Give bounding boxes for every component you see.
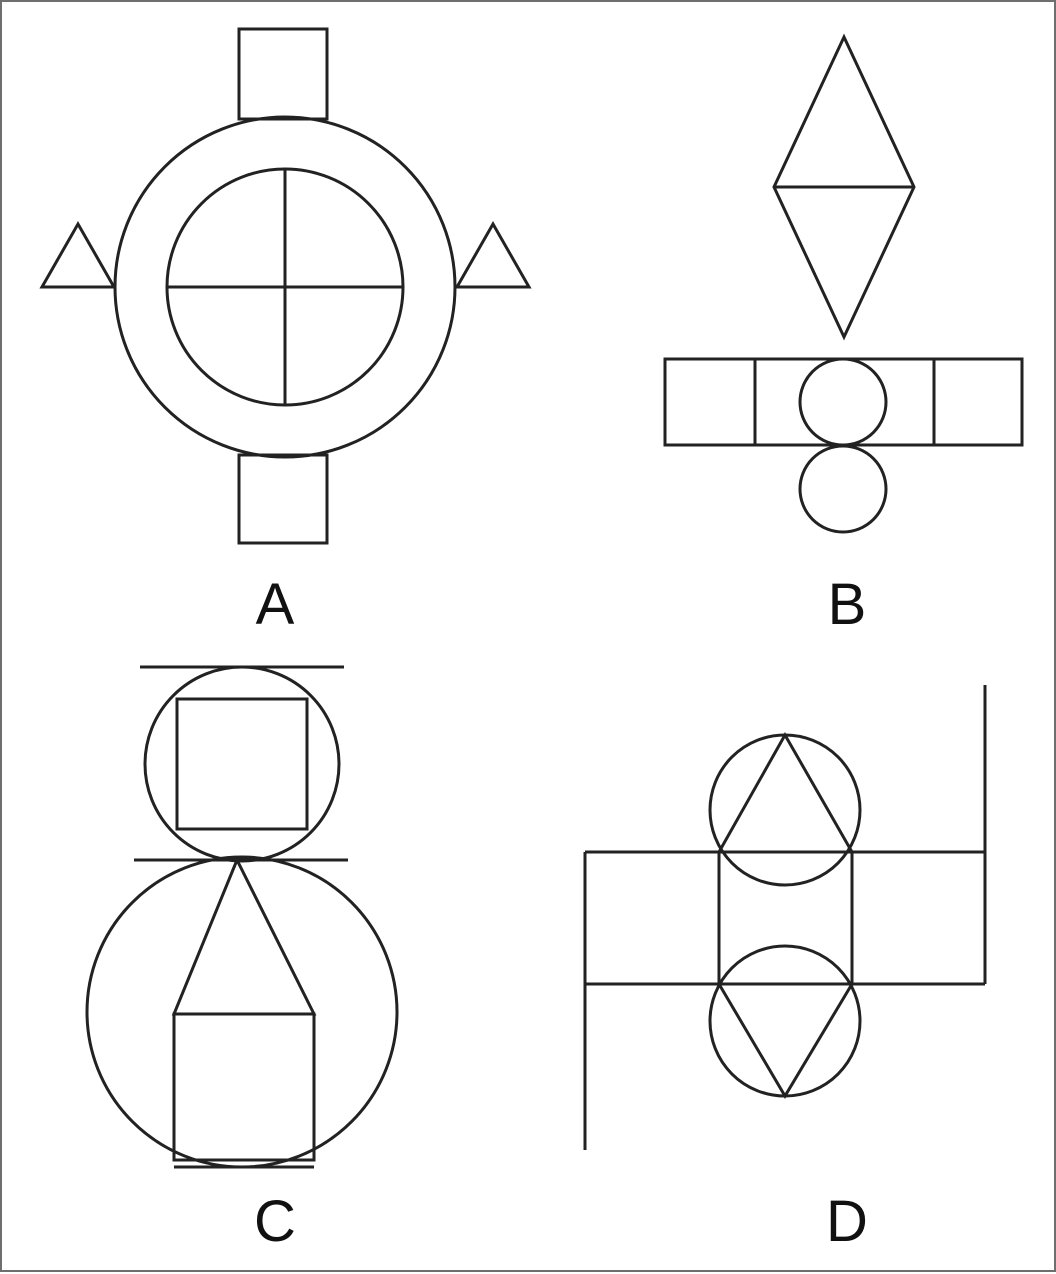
figure-a-bottom-square: [237, 453, 329, 545]
figure-c-triangle: [171, 856, 317, 1016]
figure-a-outer-circle: [113, 115, 457, 459]
figure-b-diamond: [772, 33, 916, 341]
figure-a-left-triangle: [39, 220, 117, 289]
label-d: D: [826, 1189, 868, 1254]
figure-a-top-square: [237, 27, 329, 121]
figure-d: [583, 685, 987, 1150]
figure-b: [663, 33, 1024, 534]
figure-d-upper-triangle: [716, 731, 855, 854]
figure-d-lower-circle: [708, 944, 862, 1098]
figure-c-inner-square: [175, 697, 309, 831]
label-b: B: [827, 572, 867, 637]
figure-c-small-circle: [143, 665, 341, 863]
figure-b-lower-circle: [798, 444, 888, 534]
figure-c-large-circle: [85, 855, 399, 1169]
figure-d-upper-circle: [708, 733, 862, 887]
figure-d-lower-triangle: [716, 982, 855, 1099]
figure-b-upper-circle: [798, 357, 888, 447]
label-a: A: [255, 572, 295, 637]
figure-b-bar: [663, 357, 1024, 447]
label-c: C: [254, 1189, 296, 1254]
figure-a: [39, 27, 532, 545]
figure-a-right-triangle: [454, 220, 532, 289]
figure-c-lower-square: [172, 1012, 316, 1162]
figure-c: [85, 665, 399, 1169]
